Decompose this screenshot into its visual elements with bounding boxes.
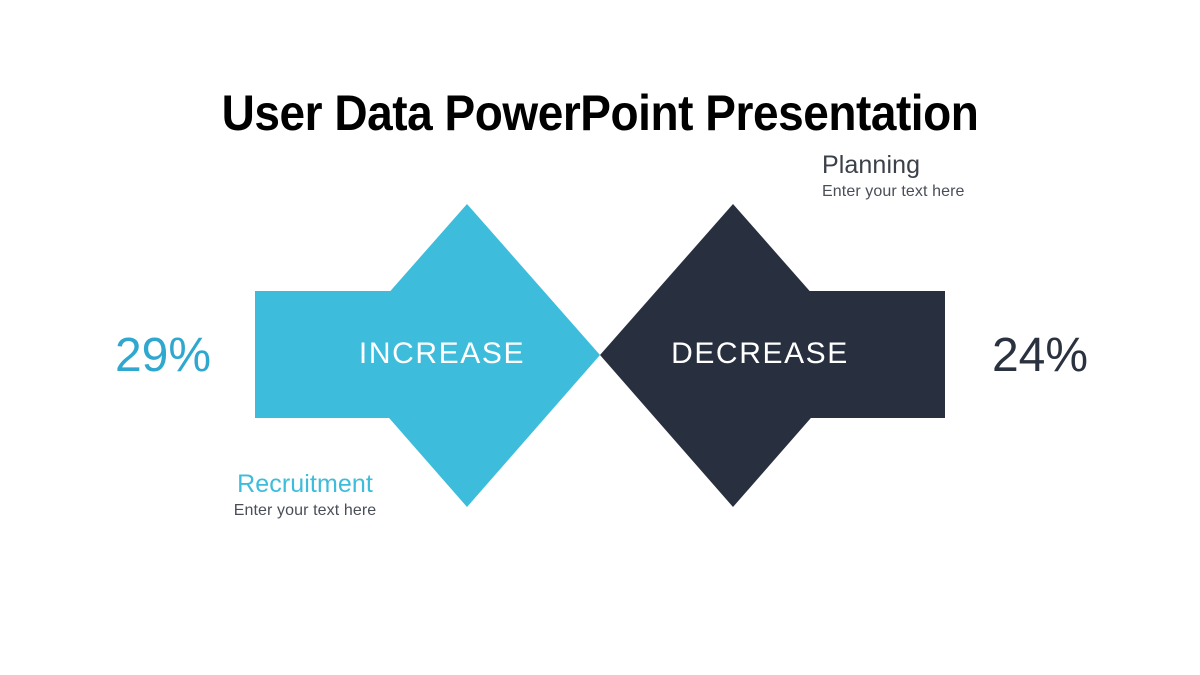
right-callout-headline: Planning [822,151,921,179]
right-arrow-label: DECREASE [671,337,849,370]
right-percentage-value: 24% [991,329,1089,382]
page-title: User Data PowerPoint Presentation [221,84,979,141]
left-callout: Recruitment Enter your text here [190,471,420,522]
left-callout-headline: Recruitment [237,470,373,498]
right-callout-subline: Enter your text here [822,183,965,200]
right-callout: Planning Enter your text here [822,152,965,203]
left-callout-subline: Enter your text here [233,502,377,519]
left-percentage-value: 29% [114,329,212,382]
left-arrow-label: INCREASE [358,337,526,370]
